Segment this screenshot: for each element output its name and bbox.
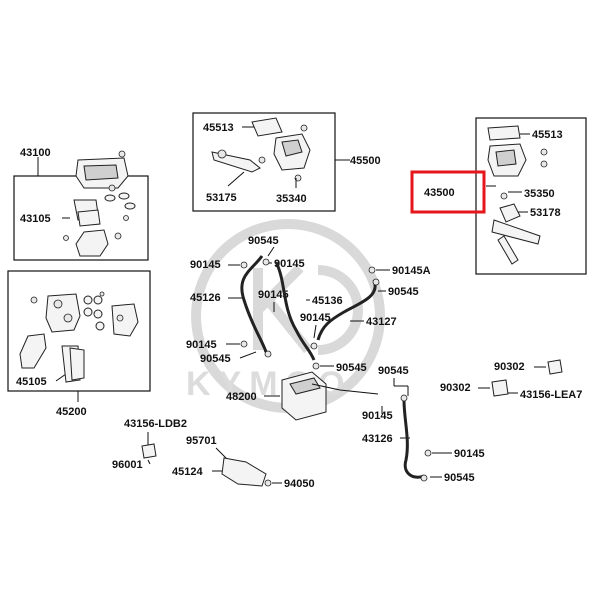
label-43156-LEA7: 43156-LEA7 <box>520 389 582 401</box>
label-90145A: 90145A <box>392 265 431 277</box>
clip-lower <box>491 379 509 397</box>
label-90545-right: 90545 <box>388 286 419 298</box>
hose-43127 <box>316 279 377 341</box>
label-90545-center-right: 90545 <box>336 362 367 374</box>
label-48200: 48200 <box>226 391 257 403</box>
brake-lever-right <box>491 219 541 245</box>
caliper-assembly-group: 43100 43105 <box>13 147 149 261</box>
caliper-parts-box <box>7 270 151 392</box>
caliper-half <box>45 293 81 333</box>
label-90545-lower-top: 90545 <box>378 365 409 377</box>
label-43126: 43126 <box>362 433 393 445</box>
rear-master-cylinder-box <box>475 117 587 275</box>
label-43156-LDB2: 43156-LDB2 <box>124 418 187 430</box>
label-90145-bottom-left: 90145 <box>186 339 217 351</box>
hose-bracket <box>221 457 267 487</box>
label-90145-mid: 90145 <box>274 258 305 270</box>
master-cylinder-assembly-group: 45500 45513 53175 35340 <box>192 112 381 212</box>
label-35340: 35340 <box>276 193 307 205</box>
hose-45136 <box>274 261 316 361</box>
label-90145-lower-right: 90145 <box>454 448 485 460</box>
label-45200: 45200 <box>56 406 87 418</box>
label-90145-lower-mid: 90145 <box>362 410 393 422</box>
bottom-parts-group: 43156-LDB2 95701 96001 45124 94050 <box>112 418 315 490</box>
label-90302-top: 90302 <box>494 361 525 373</box>
caliper-mount-bracket <box>19 333 47 369</box>
label-90545-bottom-left: 90545 <box>200 353 231 365</box>
label-94050: 94050 <box>284 478 315 490</box>
label-43500: 43500 <box>424 187 455 199</box>
hose-routing-group: 90545 90145 90145 45126 90145 45136 9014… <box>186 235 431 374</box>
highlight-43500 <box>410 170 486 214</box>
label-90145-lower: 90145 <box>300 312 331 324</box>
label-45126: 45126 <box>190 292 221 304</box>
reservoir-cap-right <box>487 125 521 141</box>
caliper-bracket <box>75 229 109 257</box>
hose-43126 <box>402 399 425 479</box>
label-45105: 45105 <box>16 376 47 388</box>
label-45124: 45124 <box>172 466 203 478</box>
reservoir-cap <box>251 117 283 137</box>
label-45500: 45500 <box>350 155 381 167</box>
caliper-parts-group: 45200 45105 <box>7 270 151 418</box>
label-90545-lower-right: 90545 <box>444 472 475 484</box>
label-96001: 96001 <box>112 459 143 471</box>
label-53178: 53178 <box>530 207 561 219</box>
label-90145-left: 90145 <box>190 259 221 271</box>
label-35350: 35350 <box>524 188 555 200</box>
label-45513-right: 45513 <box>532 129 563 141</box>
hose-45126 <box>240 255 268 353</box>
sensor-clip <box>141 443 157 459</box>
caliper-half-outer <box>111 303 139 337</box>
label-53175: 53175 <box>206 192 237 204</box>
label-95701: 95701 <box>186 435 217 447</box>
label-43105: 43105 <box>20 213 51 225</box>
abs-unit-group: 48200 90545 90145 43126 90145 90545 <box>226 365 485 484</box>
sensor-clips-group: 90302 90302 43156-LEA7 <box>440 359 582 401</box>
label-43100: 43100 <box>20 147 51 159</box>
abs-modulator <box>281 371 327 421</box>
label-45513-left: 45513 <box>203 122 234 134</box>
rear-master-cylinder-group: 45513 35350 53178 43500 <box>410 117 587 275</box>
brake-pad-lower <box>77 209 101 227</box>
master-cylinder-box <box>192 112 336 212</box>
watermark-text: KYMCO <box>186 365 353 403</box>
label-90302-bottom: 90302 <box>440 382 471 394</box>
label-90145-center: 90145 <box>258 289 289 301</box>
label-90545-top: 90545 <box>248 235 279 247</box>
label-43127: 43127 <box>366 316 397 328</box>
clip-upper <box>547 359 563 375</box>
label-45136: 45136 <box>312 295 343 307</box>
